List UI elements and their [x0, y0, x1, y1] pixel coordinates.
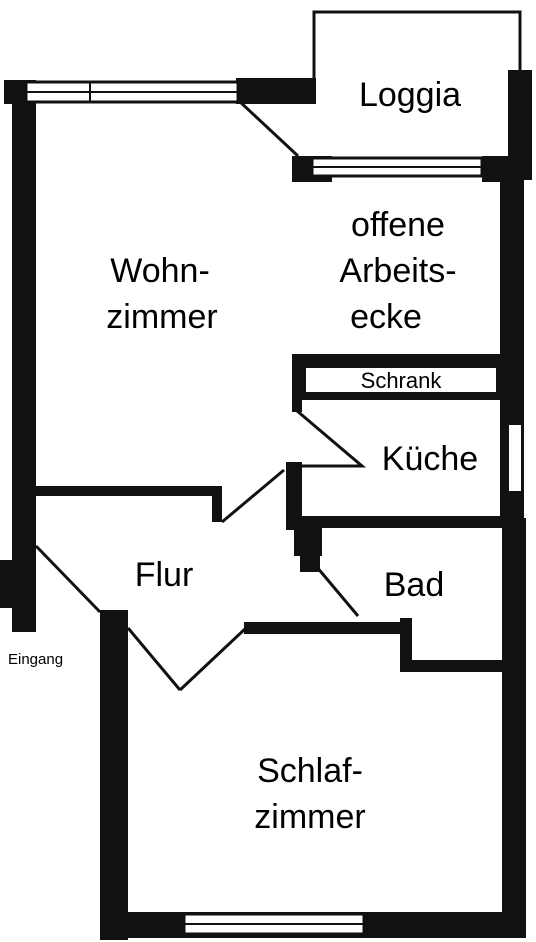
- label-arbeitsecke-2: Arbeits-: [339, 252, 456, 290]
- window-wohnzimmer: [24, 80, 240, 104]
- label-schlafzimmer-2: zimmer: [254, 798, 365, 836]
- bedroom-wall-stub: [126, 627, 182, 691]
- label-arbeitsecke-3: ecke: [350, 298, 422, 336]
- door-swing-bedroom: [178, 626, 248, 692]
- label-wohnzimmer-2: zimmer: [106, 298, 217, 336]
- hall-walls: [36, 486, 322, 556]
- window-bedroom: [182, 912, 366, 936]
- label-bad: Bad: [384, 566, 445, 604]
- label-kueche: Küche: [382, 440, 478, 478]
- bath-walls: [244, 552, 504, 672]
- label-arbeitsecke-1: offene: [351, 206, 445, 244]
- door-swing-kitchen: [288, 408, 367, 468]
- door-swing-wohnzimmer: [221, 468, 285, 524]
- window-loggia: [292, 156, 508, 182]
- label-wohnzimmer-1: Wohn-: [110, 252, 210, 290]
- label-schlafzimmer-1: Schlaf-: [257, 752, 363, 790]
- label-flur: Flur: [135, 556, 194, 594]
- door-swing-loggia: [236, 98, 300, 158]
- window-kitchen: [507, 423, 523, 493]
- door-swing-bath: [314, 565, 360, 617]
- cabinet-wall: [292, 354, 504, 400]
- loggia-outline: [312, 10, 522, 80]
- label-eingang: Eingang: [8, 651, 63, 668]
- label-loggia: Loggia: [359, 76, 461, 114]
- label-schrank: Schrank: [361, 368, 443, 393]
- door-swing-entrance: [34, 544, 102, 614]
- kitchen-walls: [286, 400, 506, 530]
